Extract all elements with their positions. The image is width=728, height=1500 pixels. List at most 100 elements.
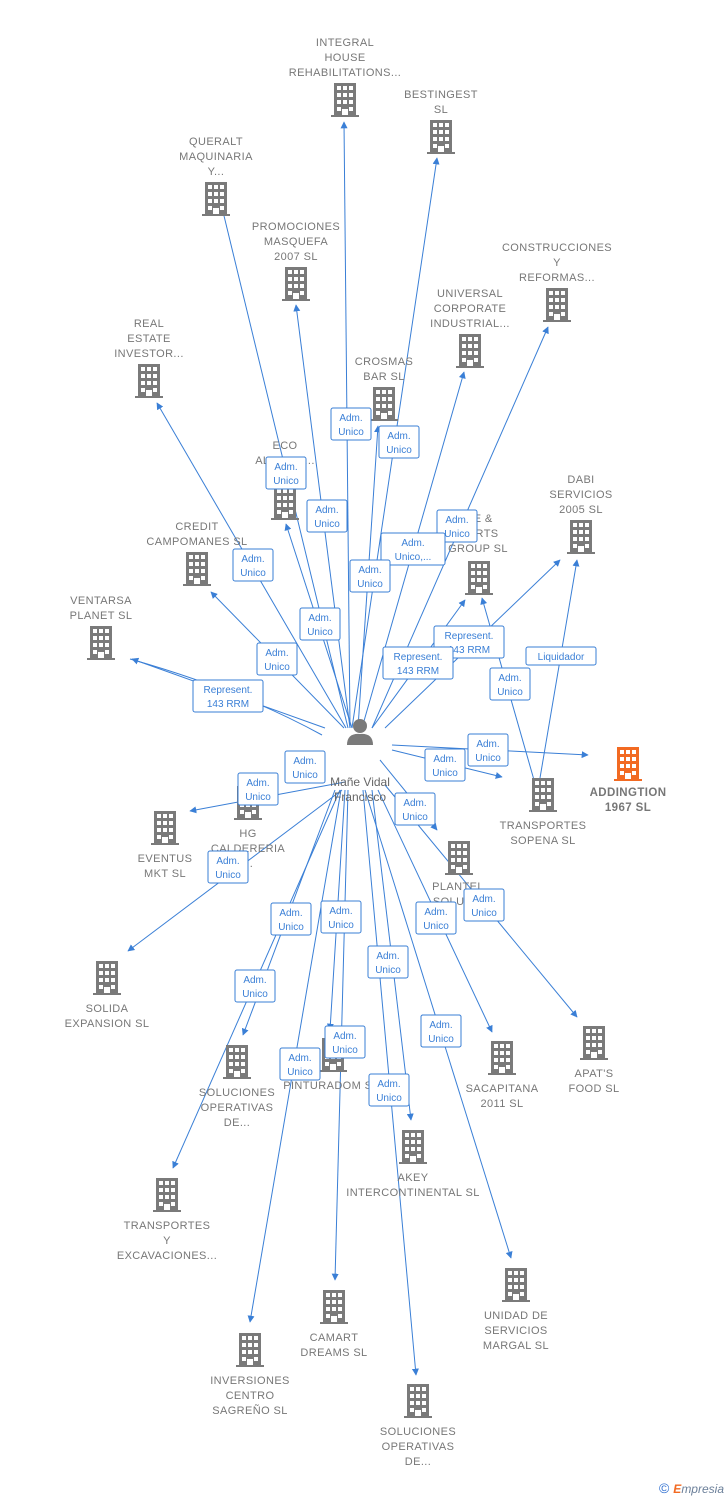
relation-label-r21[interactable]: Adm.Unico	[207, 850, 249, 884]
building-icon[interactable]	[93, 961, 121, 995]
relation-box[interactable]	[463, 888, 505, 922]
relation-box[interactable]	[367, 945, 409, 979]
relation-box[interactable]	[380, 532, 446, 566]
relation-label-r25[interactable]: Adm.Unico	[415, 901, 457, 935]
company-label[interactable]: PINTURADOM S...	[283, 1080, 383, 1092]
relation-label-r8[interactable]: Adm.Unico	[349, 559, 391, 593]
relation-box[interactable]	[207, 850, 249, 884]
building-icon[interactable]	[151, 811, 179, 845]
building-icon[interactable]	[153, 1178, 181, 1212]
building-icon[interactable]	[271, 486, 299, 520]
building-icon[interactable]	[223, 1045, 251, 1079]
building-icon[interactable]	[567, 520, 595, 554]
relation-box[interactable]	[394, 792, 436, 826]
relation-box[interactable]	[256, 642, 298, 676]
relation-box[interactable]	[382, 646, 454, 680]
relation-box[interactable]	[349, 559, 391, 593]
relation-box[interactable]	[192, 679, 264, 713]
relation-box[interactable]	[436, 509, 478, 543]
relation-box[interactable]	[270, 902, 312, 936]
building-icon[interactable]	[465, 561, 493, 595]
relation-box[interactable]	[234, 969, 276, 1003]
relation-label-r26[interactable]: Adm.Unico	[367, 945, 409, 979]
relation-label-r5[interactable]: Adm.Unico	[232, 548, 274, 582]
building-icon[interactable]	[543, 288, 571, 322]
relation-box[interactable]	[232, 548, 274, 582]
relation-label-r28[interactable]: Adm.Unico	[324, 1025, 366, 1059]
relation-label-r17[interactable]: Adm.Unico	[424, 748, 466, 782]
building-icon[interactable]	[399, 1130, 427, 1164]
relation-label-r27[interactable]: Adm.Unico	[234, 969, 276, 1003]
building-icon[interactable]	[502, 1268, 530, 1302]
relation-box[interactable]	[330, 407, 372, 441]
building-icon[interactable]	[87, 626, 115, 660]
relation-box[interactable]	[368, 1073, 410, 1107]
relation-box[interactable]	[299, 607, 341, 641]
relation-box[interactable]	[467, 733, 509, 767]
relation-label-r9[interactable]: Adm.Unico	[299, 607, 341, 641]
relation-box[interactable]	[320, 900, 362, 934]
building-icon[interactable]	[404, 1384, 432, 1418]
building-icon[interactable]	[614, 747, 642, 781]
building-icon[interactable]	[331, 83, 359, 117]
building-icon[interactable]	[135, 364, 163, 398]
building-icon[interactable]	[445, 841, 473, 875]
relation-box[interactable]	[525, 646, 597, 666]
company-node-pinturadom[interactable]: PINTURADOM S...	[283, 1038, 383, 1092]
relation-box[interactable]	[265, 456, 307, 490]
relation-box[interactable]	[284, 750, 326, 784]
relation-box[interactable]	[324, 1025, 366, 1059]
relation-label-r4[interactable]: Adm.Unico	[306, 499, 348, 533]
relation-label-r15[interactable]: Liquidador	[525, 646, 597, 666]
relation-label-r7[interactable]: Adm.Unico,...	[380, 532, 446, 566]
building-icon[interactable]	[456, 334, 484, 368]
relation-label-r24[interactable]: Adm.Unico	[463, 888, 505, 922]
building-icon[interactable]	[282, 267, 310, 301]
building-icon[interactable]	[183, 552, 211, 586]
relation-label-r16[interactable]: Adm.Unico	[284, 750, 326, 784]
relation-label-r1[interactable]: Adm.Unico	[330, 407, 372, 441]
relation-label-r6[interactable]: Adm.Unico	[436, 509, 478, 543]
relation-label-r10[interactable]: Adm.Unico	[256, 642, 298, 676]
relation-box[interactable]	[489, 667, 531, 701]
building-icon[interactable]	[320, 1290, 348, 1324]
relation-label-r22[interactable]: Adm.Unico	[270, 902, 312, 936]
relation-label-r31[interactable]: Adm.Unico	[368, 1073, 410, 1107]
